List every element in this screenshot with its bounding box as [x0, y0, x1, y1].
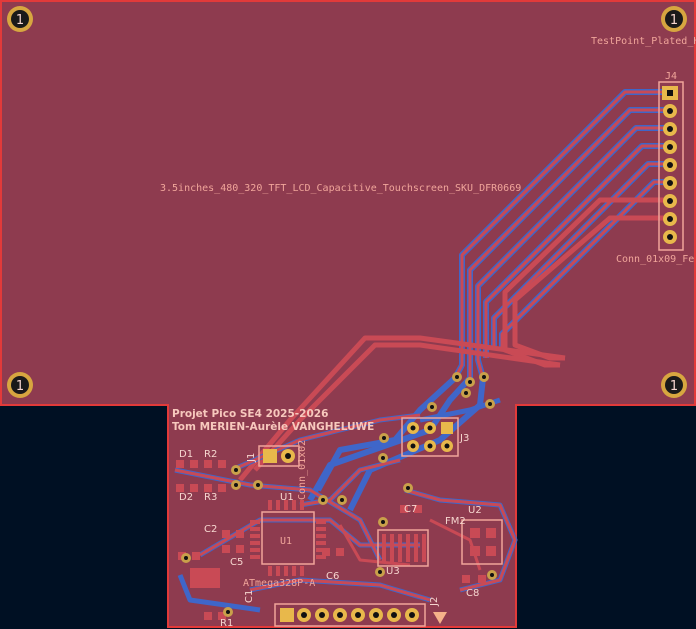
mounting-hole: 1	[661, 6, 687, 32]
svg-text:1: 1	[670, 379, 678, 394]
chip-u3	[377, 529, 429, 567]
c6-ref: C6	[326, 571, 339, 582]
r3-ref: R3	[204, 492, 217, 503]
chip-u2	[461, 519, 503, 565]
j4-ref: J4	[665, 71, 677, 82]
fm2-ref: FM2	[445, 516, 466, 527]
svg-text:1: 1	[16, 13, 24, 28]
vias	[181, 372, 497, 617]
lcd-module-label: 3.5inches_480_320_TFT_LCD_Capacitive_Tou…	[160, 183, 521, 194]
project-title: Projet Pico SE4 2025-2026	[172, 408, 328, 420]
u3-ref: U3	[386, 566, 400, 577]
d1-ref: D1	[179, 449, 193, 460]
chip-u1	[250, 500, 326, 576]
bus-traces	[238, 89, 670, 512]
connector-j2	[274, 603, 447, 627]
c2-ref: C2	[204, 524, 217, 535]
atmega-label: ATmega328P-A	[243, 578, 315, 589]
u2-ref: U2	[468, 505, 482, 516]
mounting-hole: 1	[7, 6, 33, 32]
svg-text:1: 1	[16, 379, 24, 394]
connector-j3	[401, 417, 459, 457]
mounting-hole: 1	[661, 372, 687, 398]
connector-j4	[658, 81, 684, 251]
d2-ref: D2	[179, 492, 193, 503]
u1-ref-inner: U1	[280, 536, 292, 547]
conn-1x09-label: Conn_01x09_Fe	[616, 254, 694, 265]
u1-ref: U1	[280, 492, 294, 503]
project-authors: Tom MERIEN-Aurèle VANGHELUWE	[172, 421, 374, 433]
mounting-holes: 1 1 1 1	[7, 6, 687, 398]
conn-01x02-label: Conn_01x02	[297, 440, 308, 500]
j3-ref: J3	[459, 433, 469, 444]
r1-ref: R1	[220, 618, 233, 629]
j2-ref: J2	[429, 597, 440, 607]
connector-j1	[258, 445, 300, 467]
testpoint-label: TestPoint_Plated_H	[591, 36, 696, 47]
c1-ref: C1	[244, 590, 255, 603]
mounting-hole: 1	[7, 372, 33, 398]
svg-text:1: 1	[670, 13, 678, 28]
c8-ref: C8	[466, 588, 479, 599]
c7-ref: C7	[404, 504, 417, 515]
c5-ref: C5	[230, 557, 243, 568]
j1-ref: J1	[246, 453, 257, 463]
r2-ref: R2	[204, 449, 217, 460]
